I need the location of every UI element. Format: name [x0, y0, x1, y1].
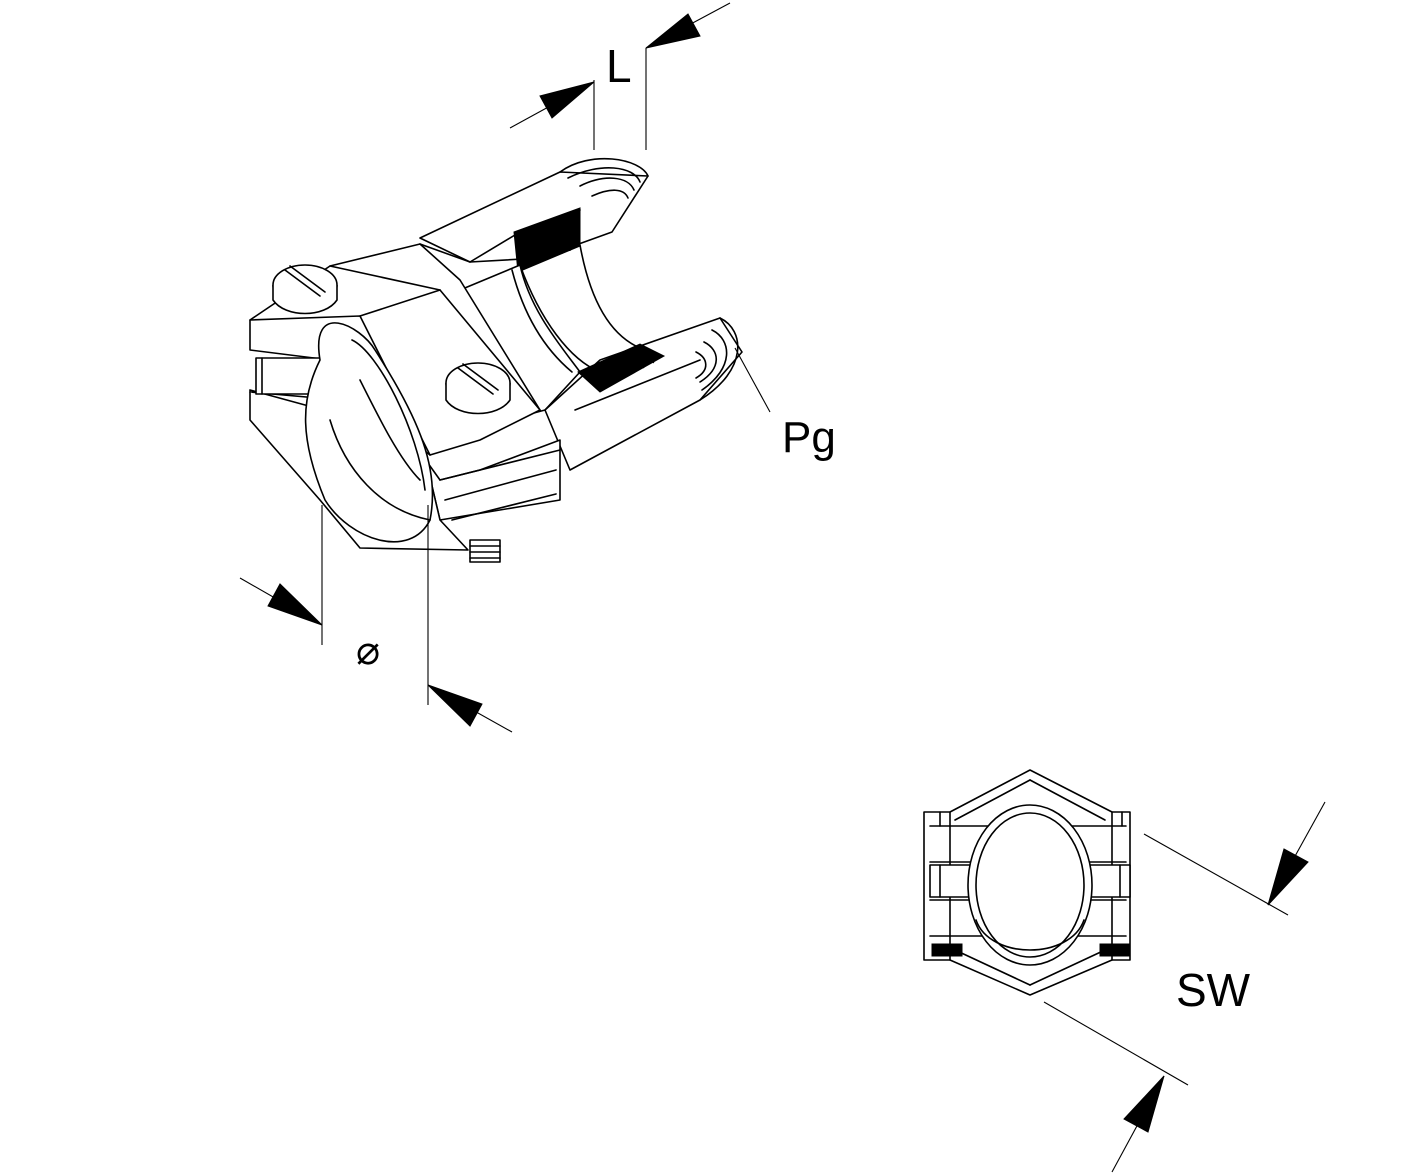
lower-threaded-sleeve — [544, 317, 743, 471]
dimension-length: L — [509, 2, 731, 150]
front-hex-view — [923, 769, 1131, 996]
arrowhead-left-icon — [267, 583, 323, 626]
thread-callout: Pg — [734, 347, 836, 462]
upper-screw — [272, 264, 338, 315]
arrowhead-right-icon — [645, 13, 701, 49]
isometric-clamp-view — [249, 157, 743, 563]
clamp-ring-opening — [304, 322, 434, 543]
wrench-size-label: SW — [1176, 964, 1251, 1016]
arrowhead-right-icon — [427, 684, 483, 727]
thread-label: Pg — [782, 413, 836, 462]
diameter-symbol: ⌀ — [356, 629, 380, 673]
dimension-wrench-size: SW — [1043, 801, 1326, 1173]
dimension-diameter: ⌀ — [239, 505, 513, 733]
arrowhead-left-icon — [539, 81, 595, 119]
arrowhead-down-icon — [1123, 1075, 1165, 1133]
front-screw — [445, 362, 511, 415]
bolt-thread-tip — [469, 539, 501, 563]
upper-threaded-sleeve — [419, 157, 649, 273]
length-label: L — [606, 40, 632, 92]
arrowhead-up-icon — [1267, 848, 1309, 906]
